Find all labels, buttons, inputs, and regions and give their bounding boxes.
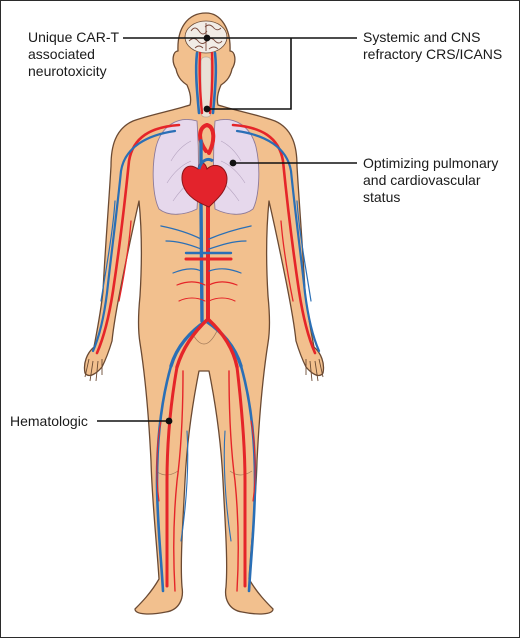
right-hand-fingers <box>305 358 324 382</box>
leader-dots <box>165 34 237 425</box>
leader-systemic <box>207 37 357 110</box>
leader-lines <box>97 37 357 422</box>
leg-vessels <box>155 364 257 593</box>
label-hematologic: Hematologic <box>10 413 88 429</box>
knee-right <box>229 470 253 476</box>
label-pulmonary-cardiovascular: Optimizing pulmonary and cardiovascular … <box>363 155 499 205</box>
neck-vessels <box>194 51 218 118</box>
trunk-vessels <box>160 123 252 369</box>
left-hand-fingers <box>84 358 103 382</box>
heart <box>181 157 228 208</box>
label-systemic-cns: Systemic and CNS refractory CRS/ICANS <box>363 29 503 62</box>
arm-vessels <box>91 123 321 355</box>
label-neurotoxicity: Unique CAR-T associated neurotoxicity <box>28 29 120 79</box>
